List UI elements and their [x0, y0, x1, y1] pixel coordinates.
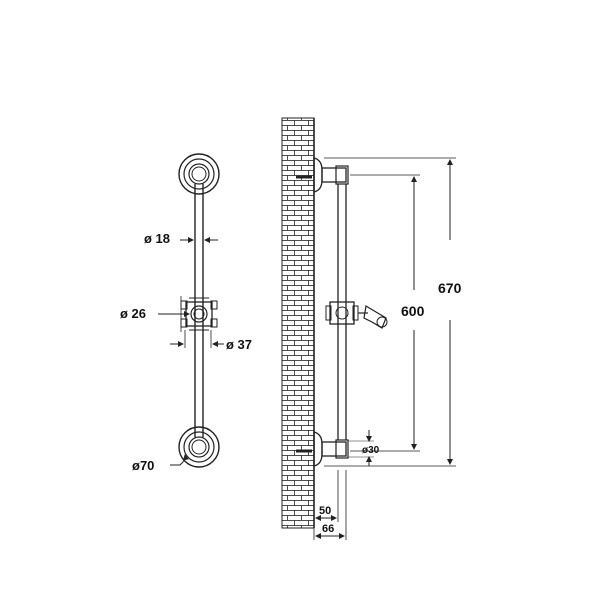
front-view: ø 18 ø 26 ø 37 ø70	[120, 153, 252, 473]
slide-rail	[194, 184, 204, 437]
side-view: 670 600 ø30 50 66	[281, 117, 462, 540]
dim-label: 670	[438, 280, 462, 296]
side-rail	[337, 184, 347, 440]
dim-rail-diameter: ø 18	[144, 231, 218, 246]
dim-pipe-diameter: ø30	[348, 430, 380, 466]
bottom-flange	[178, 426, 220, 468]
bottom-bracket	[296, 431, 349, 467]
dim-label: ø30	[362, 445, 380, 456]
dim-label: ø70	[132, 458, 154, 473]
dim-label: 600	[401, 303, 425, 319]
dim-holder-width: ø 37	[170, 330, 252, 352]
shower-holder	[180, 297, 218, 331]
dim-label: ø 26	[120, 306, 146, 321]
dim-label: ø 37	[226, 337, 252, 352]
dim-label-offset-total: 66	[322, 523, 334, 535]
dim-label: ø 18	[144, 231, 170, 246]
top-flange	[178, 153, 220, 195]
dim-flange-diameter: ø70	[132, 454, 189, 473]
dim-overall-height: 670	[324, 157, 462, 467]
top-bracket	[296, 157, 349, 193]
dim-wall-offsets: 50 66	[313, 470, 347, 540]
dim-holder-diameter: ø 26	[120, 296, 190, 332]
dim-label-offset-rail: 50	[319, 505, 331, 517]
dim-bracket-spacing: 600	[350, 174, 425, 452]
side-holder	[325, 301, 388, 329]
brick-wall	[281, 117, 315, 529]
